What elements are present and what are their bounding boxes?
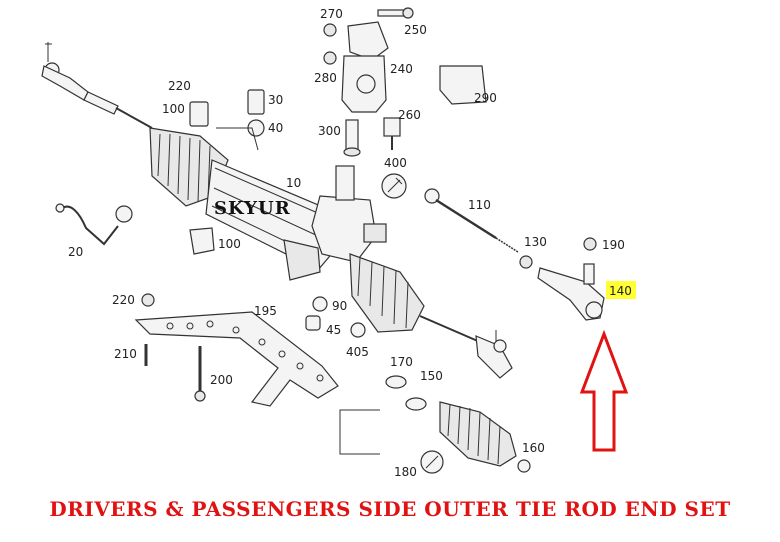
left-outer-tie-rod-end	[41, 65, 89, 101]
label-220-top: 220	[168, 79, 191, 93]
label-250: 250	[404, 23, 427, 37]
label-100-lower: 100	[218, 237, 241, 251]
red-up-arrow	[579, 329, 629, 452]
label-300: 300	[318, 124, 341, 138]
label-195: 195	[254, 304, 277, 318]
product-caption: DRIVERS & PASSENGERS SIDE OUTER TIE ROD …	[49, 497, 731, 521]
label-405: 405	[346, 345, 369, 359]
inner-tie-rod-110	[424, 188, 519, 253]
label-400: 400	[384, 156, 407, 170]
label-130: 130	[524, 235, 547, 249]
cover-290	[439, 65, 487, 105]
jam-nut-130	[519, 255, 533, 269]
seal-405	[350, 322, 366, 338]
pressure-fitting-parts	[189, 89, 265, 151]
wrench-symbol-400	[381, 173, 407, 199]
washer-280	[323, 51, 337, 65]
hydraulic-port	[363, 223, 387, 243]
clamp-170	[385, 375, 407, 389]
seal-45	[305, 315, 321, 331]
clamp-150	[405, 397, 427, 411]
outer-tie-rod-end-140	[537, 263, 605, 321]
nut-190	[583, 237, 597, 251]
nut-220-lower	[141, 293, 155, 307]
steering-rack-assembly	[41, 42, 513, 379]
left-adjuster-sleeve	[83, 91, 119, 115]
bolt-250	[377, 9, 405, 17]
steering-coupling-parts	[323, 7, 487, 157]
seal-90	[312, 296, 328, 312]
right-rack-boot	[349, 253, 425, 333]
label-30: 30	[268, 93, 283, 107]
label-140: 140	[609, 284, 632, 298]
label-180: 180	[394, 465, 417, 479]
label-150: 150	[420, 369, 443, 383]
pinion-input-shaft	[335, 165, 355, 201]
label-200: 200	[210, 373, 233, 387]
label-190: 190	[602, 238, 625, 252]
fitting-30	[247, 89, 265, 115]
flex-coupling-upper	[347, 21, 389, 61]
label-140-highlight	[606, 281, 636, 299]
label-170: 170	[390, 355, 413, 369]
label-270: 270	[320, 7, 343, 21]
label-260: 260	[398, 108, 421, 122]
label-45: 45	[326, 323, 341, 337]
crossmember-195	[134, 311, 339, 407]
label-40: 40	[268, 121, 283, 135]
label-160: 160	[522, 441, 545, 455]
boot-kit	[339, 375, 531, 474]
label-220-lower: 220	[112, 293, 135, 307]
label-110: 110	[468, 198, 491, 212]
mount-220-top	[189, 101, 209, 127]
label-280: 280	[314, 71, 337, 85]
label-100-top: 100	[162, 102, 185, 116]
brand-watermark: SKYUR	[214, 198, 291, 219]
label-210: 210	[114, 347, 137, 361]
label-240: 240	[390, 62, 413, 76]
rack-mount-bushing	[283, 239, 321, 281]
nut-270	[323, 23, 337, 37]
rack-boot-160	[439, 401, 517, 467]
label-20: 20	[68, 245, 83, 259]
label-290: 290	[474, 91, 497, 105]
right-outer-tie-rod-end	[475, 335, 513, 379]
label-10: 10	[286, 176, 301, 190]
label-90: 90	[332, 299, 347, 313]
pin-300	[345, 119, 359, 151]
rack-mount-100-lower	[189, 227, 215, 255]
fluid-line-20	[55, 203, 133, 246]
